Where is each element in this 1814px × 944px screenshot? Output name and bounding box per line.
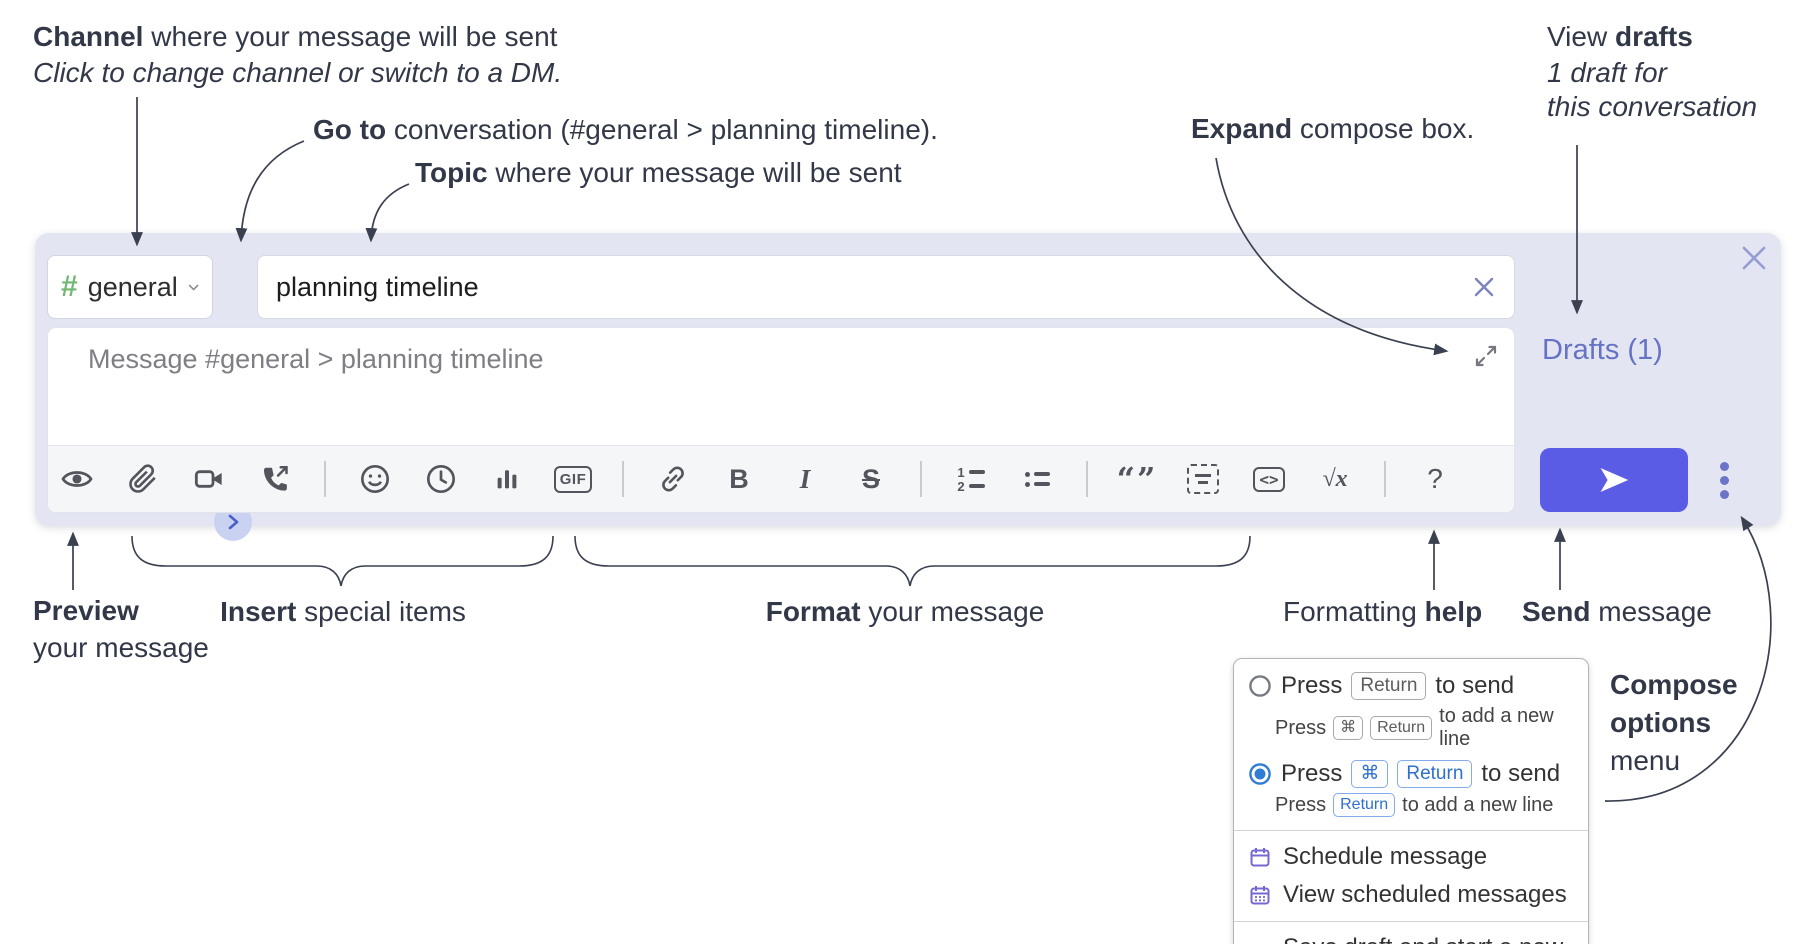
goto-annotation: Go to conversation (#general > planning …	[313, 114, 938, 145]
option-cmd-return-subtext: Press Return to add a new line	[1275, 793, 1554, 817]
view-drafts-annotation: View drafts	[1547, 21, 1693, 52]
compose-options-menu: Press Return to send Press ⌘ Return to a…	[1233, 658, 1589, 944]
spoiler-icon[interactable]	[1186, 459, 1220, 499]
menu-item-view-scheduled-messages[interactable]: View scheduled messages	[1234, 876, 1588, 914]
compose-box: # general planning timeline Message #gen…	[35, 233, 1781, 541]
format-annotation: Format your message	[765, 596, 1045, 627]
preview-annotation-line2: your message	[33, 632, 209, 663]
option-cmd-return-to-send[interactable]: Press ⌘ Return to send	[1234, 757, 1588, 791]
menu-divider	[1234, 921, 1588, 922]
channel-annotation: Channel where your message will be sent	[33, 21, 558, 52]
expand-compose-icon[interactable]	[1474, 344, 1498, 368]
link-icon[interactable]	[656, 459, 690, 499]
quote-icon[interactable]: “”	[1116, 460, 1158, 498]
toolbar-divider	[920, 461, 922, 497]
formatting-help-annotation: Formatting help	[1283, 596, 1483, 627]
calendar-grid-icon	[1250, 886, 1270, 905]
video-call-icon[interactable]	[192, 459, 226, 499]
compose-options-ellipsis-button[interactable]	[1710, 452, 1738, 508]
toolbar-divider	[1086, 461, 1088, 497]
channel-hash-icon: #	[61, 270, 78, 303]
goto-arrow	[235, 140, 305, 243]
poll-bar-chart-icon[interactable]	[490, 459, 524, 499]
topic-arrow	[365, 183, 410, 243]
close-compose-icon[interactable]	[1738, 242, 1770, 274]
calendar-icon	[1250, 848, 1270, 867]
gif-icon[interactable]: GIF	[553, 459, 593, 499]
voice-call-icon[interactable]	[258, 459, 292, 499]
view-drafts-line2: 1 draft for	[1547, 57, 1667, 88]
message-card: Message #general > planning timeline	[47, 327, 1515, 513]
view-drafts-line3: this conversation	[1547, 91, 1758, 122]
compose-options-annotation-line3: menu	[1610, 745, 1681, 776]
preview-annotation: Preview	[33, 595, 139, 626]
clear-topic-icon[interactable]	[1472, 275, 1496, 299]
chevron-right-icon	[228, 514, 239, 530]
emoji-icon[interactable]	[358, 459, 392, 499]
channel-annotation-line2: Click to change channel or switch to a D…	[33, 57, 563, 88]
compose-toolbar: GIF B I S 1 2	[48, 445, 1514, 512]
bold-icon[interactable]: B	[729, 463, 749, 494]
chevron-down-icon	[188, 284, 199, 291]
drafts-link[interactable]: Drafts (1)	[1542, 334, 1663, 366]
radio-selected-icon[interactable]	[1248, 762, 1272, 786]
topic-annotation: Topic where your message will be sent	[415, 157, 902, 188]
menu-divider	[1234, 830, 1588, 831]
attach-file-paperclip-icon[interactable]	[126, 459, 160, 499]
topic-input[interactable]: planning timeline	[257, 255, 1515, 319]
send-button[interactable]	[1540, 448, 1688, 512]
send-annotation: Send message	[1522, 596, 1712, 627]
radio-unselected-icon[interactable]	[1248, 674, 1272, 698]
channel-name: general	[87, 271, 178, 302]
toolbar-divider	[1384, 461, 1386, 497]
menu-item-save-draft-new-message[interactable]: Save draft and start a new message	[1234, 929, 1588, 944]
message-placeholder: Message #general > planning timeline	[88, 344, 544, 374]
formatting-help-icon[interactable]: ?	[1427, 463, 1443, 494]
topic-value: planning timeline	[276, 271, 479, 302]
option-return-subtext: Press ⌘ Return to add a new line	[1275, 705, 1554, 750]
message-textarea[interactable]: Message #general > planning timeline	[48, 328, 1514, 445]
strikethrough-icon[interactable]: S	[861, 463, 880, 494]
insert-brace	[131, 535, 554, 587]
compose-options-annotation-line1: Compose	[1610, 669, 1738, 700]
italic-icon[interactable]: I	[799, 463, 811, 494]
format-brace	[574, 535, 1251, 587]
preview-eye-icon[interactable]	[60, 459, 94, 499]
compose-options-annotation-line2: options	[1610, 707, 1712, 738]
channel-selector[interactable]: # general	[47, 255, 213, 319]
global-time-clock-icon[interactable]	[424, 459, 458, 499]
option-return-to-send[interactable]: Press Return to send	[1234, 669, 1588, 703]
insert-annotation: Insert special items	[220, 596, 466, 627]
toolbar-divider	[324, 461, 326, 497]
bulleted-list-icon[interactable]	[1020, 459, 1054, 499]
numbered-list-icon[interactable]: 1 2	[954, 459, 988, 499]
menu-item-schedule-message[interactable]: Schedule message	[1234, 838, 1588, 876]
send-icon	[1600, 467, 1629, 493]
toolbar-divider	[622, 461, 624, 497]
code-icon[interactable]: <>	[1252, 459, 1286, 499]
expand-annotation: Expand compose box.	[1191, 113, 1475, 144]
math-icon[interactable]: √x	[1322, 465, 1348, 492]
